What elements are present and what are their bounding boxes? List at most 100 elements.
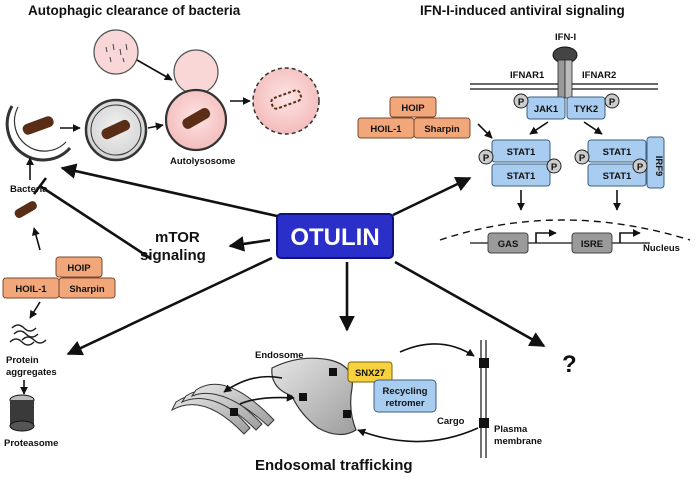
ifn-hoip-box (389, 96, 437, 118)
ifnar1-label: IFNAR1 (510, 70, 545, 81)
ifn-sharpin-box (413, 117, 471, 139)
membrane-label-1: Plasma (494, 424, 528, 435)
stat1-d-box (587, 163, 647, 187)
ifn-hoil1-label: HOIL-1 (370, 124, 402, 135)
bacterium-3 (14, 201, 37, 218)
p-stat1-a (478, 149, 494, 165)
otulin-label: OTULIN (290, 224, 379, 251)
mtor-label-2: signaling (140, 247, 206, 264)
nucleus-label: Nucleus (643, 243, 680, 254)
otulin-box (276, 213, 394, 259)
p-jak1 (513, 93, 529, 109)
ifn-hoip-label: HOIP (401, 103, 425, 114)
p-stat1-d-label: P (637, 162, 644, 173)
retromer-label-1: Recycling (383, 386, 428, 397)
stat1-c-label: STAT1 (603, 147, 632, 158)
autophagy-section: Autolysosome Bacteria HOIP HOIL-1 Sharpi… (2, 29, 320, 449)
mtor-label-1: mTOR (155, 229, 200, 246)
p-stat1-b (546, 158, 562, 174)
bacterium-1 (22, 116, 54, 135)
cargo-label: Cargo (437, 416, 465, 427)
membrane-cargo-1 (479, 358, 489, 368)
nuclear-envelope (439, 219, 691, 241)
ifnar2-receptor (564, 59, 573, 99)
endocytosis-arrow (357, 427, 479, 443)
arrow-to-mtor (228, 236, 271, 252)
stat1-a-label: STAT1 (507, 147, 536, 158)
irf9-box (646, 136, 665, 189)
ifn-header: IFN-I-induced antiviral signaling (420, 3, 625, 18)
recycling-arrow (399, 343, 475, 357)
p-stat1-d (632, 158, 648, 174)
stat1-c-box (587, 139, 647, 163)
inhibition-to-bacteria (32, 177, 151, 260)
ifnar1-receptor (557, 59, 566, 99)
lubac-hoip-box (55, 256, 103, 278)
lubac-hoip-label: HOIP (67, 263, 91, 274)
stat1-d-label: STAT1 (603, 171, 632, 182)
golgi-stack (170, 383, 275, 435)
isre-label: ISRE (581, 239, 603, 250)
vesicle-small (93, 29, 139, 75)
autolysosome-vesicle (252, 67, 320, 135)
p-jak1-label: P (518, 97, 525, 108)
irf9-label: IRF9 (653, 156, 664, 177)
snx27-label: SNX27 (355, 368, 385, 379)
golgi-to-endosome-arrow (239, 393, 295, 405)
bacterium-2 (101, 119, 131, 140)
ifn-ligand-label: IFN-I (555, 32, 576, 43)
p-stat1-c-label: P (579, 153, 586, 164)
arrow-to-unknown (394, 260, 546, 348)
stat1-a-box (491, 139, 551, 163)
stat1-b-box (491, 163, 551, 187)
tyk2-box (566, 96, 606, 120)
jak1-box (526, 96, 566, 120)
cargo-3 (343, 410, 351, 418)
arrow-to-ifn (392, 176, 472, 217)
lubac-hoil1-label: HOIL-1 (15, 284, 47, 295)
gas-box (487, 232, 529, 254)
protein-aggregates-icon (9, 324, 47, 346)
autophagy-header: Autophagic clearance of bacteria (28, 3, 241, 18)
ifnar2-label: IFNAR2 (582, 70, 616, 81)
p-stat1-c (574, 149, 590, 165)
retromer-box (373, 379, 437, 413)
p-tyk2 (604, 93, 620, 109)
aggregates-label-2: aggregates (6, 367, 57, 378)
lubac-sharpin-box (58, 277, 116, 299)
membrane-cargo-2 (479, 418, 489, 428)
aggregates-label-1: Protein (6, 355, 39, 366)
retromer-label-2: retromer (385, 398, 424, 409)
gas-label: GAS (498, 239, 519, 250)
endosome-to-golgi-arrow (223, 375, 283, 393)
isre-box (571, 232, 613, 254)
p-stat1-b-label: P (551, 162, 558, 173)
cargo-2 (329, 368, 337, 376)
unknown-function: ? (562, 351, 577, 378)
endosomal-section: Endosome SNX27 Recycling retromer Cargo … (170, 340, 542, 458)
proteasome-label: Proteasome (4, 438, 58, 449)
cargo-4 (230, 408, 238, 416)
ifn-sharpin-label: Sharpin (424, 124, 460, 135)
lubac-sharpin-label: Sharpin (69, 284, 105, 295)
jak1-label: JAK1 (534, 104, 559, 115)
proteasome-icon (9, 394, 35, 432)
p-tyk2-label: P (609, 97, 616, 108)
ifn-section: IFN-I IFNAR1 IFNAR2 JAK1 TYK2 P P HOIP H… (357, 32, 691, 254)
endosome-body (271, 357, 357, 436)
stat1-b-label: STAT1 (507, 171, 536, 182)
endosomal-header: Endosomal trafficking (255, 457, 413, 474)
membrane-label-2: membrane (494, 436, 542, 447)
cargo-1 (299, 393, 307, 401)
p-stat1-a-label: P (483, 153, 490, 164)
endosome-label: Endosome (255, 350, 304, 361)
bacteria-label: Bacteria (10, 184, 48, 195)
tyk2-label: TYK2 (574, 104, 598, 115)
autolysosome-label: Autolysosome (170, 156, 235, 167)
snx27-box (347, 361, 393, 383)
phagophore (5, 105, 72, 162)
arrow-to-aggregates (66, 256, 273, 356)
arrow-to-autophagy (60, 163, 278, 218)
lysosome (173, 49, 219, 95)
